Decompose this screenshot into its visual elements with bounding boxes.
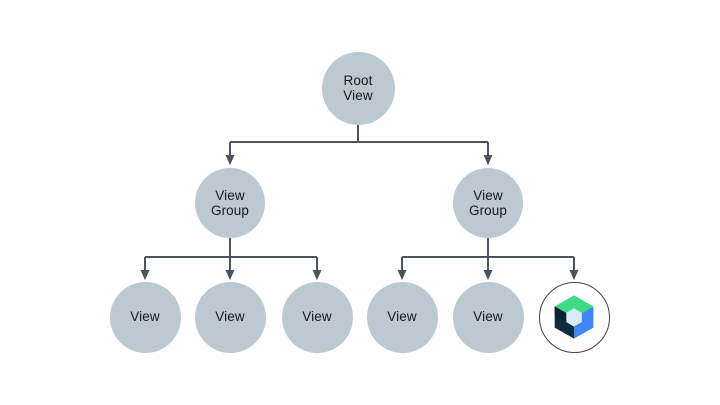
node-compose-view[interactable] bbox=[538, 281, 610, 353]
node-view-1-label: View bbox=[130, 309, 160, 325]
node-view-3-label: View bbox=[302, 309, 332, 325]
node-view-group-right[interactable]: View Group bbox=[453, 168, 523, 238]
node-view-1[interactable]: View bbox=[109, 281, 181, 353]
node-view-5[interactable]: View bbox=[452, 281, 524, 353]
node-view-group-left[interactable]: View Group bbox=[195, 168, 265, 238]
node-view-group-right-label: View Group bbox=[468, 187, 508, 219]
node-view-4[interactable]: View bbox=[366, 281, 438, 353]
node-view-5-label: View bbox=[473, 309, 503, 325]
node-view-4-label: View bbox=[387, 309, 417, 325]
jetpack-compose-logo-icon bbox=[554, 295, 594, 339]
node-view-group-left-label: View Group bbox=[210, 187, 250, 219]
node-root-view[interactable]: Root View bbox=[321, 51, 395, 125]
node-view-2-label: View bbox=[215, 309, 245, 325]
node-root-view-label: Root View bbox=[343, 72, 373, 104]
node-view-3[interactable]: View bbox=[281, 281, 353, 353]
node-view-2[interactable]: View bbox=[194, 281, 266, 353]
